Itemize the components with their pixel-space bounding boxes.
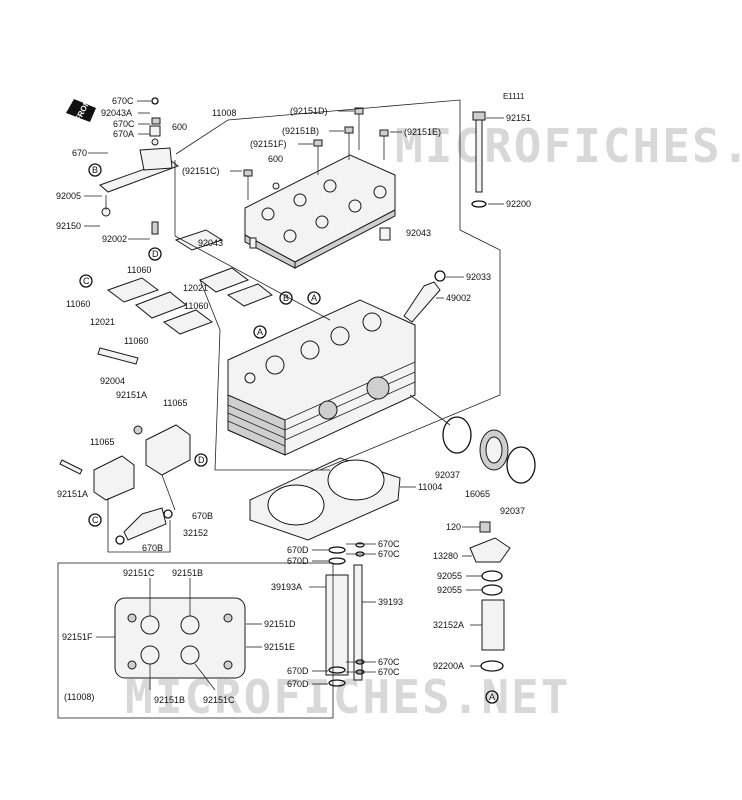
label-11060-1: 11060 bbox=[127, 265, 151, 275]
callout-c-1: C bbox=[83, 276, 90, 286]
cylinder-head-cover bbox=[244, 154, 396, 269]
label-inset-92151c-top: 92151C bbox=[123, 568, 155, 578]
label-120: 120 bbox=[446, 522, 461, 532]
label-92151f-top: (92151F) bbox=[250, 139, 287, 149]
label-670c-2: 670C bbox=[113, 119, 135, 129]
label-670c-m2: 670C bbox=[378, 549, 400, 559]
label-670c-m1: 670C bbox=[378, 539, 400, 549]
label-670c-b2: 670C bbox=[378, 667, 400, 677]
pipe-49002 bbox=[403, 270, 446, 323]
label-39193: 39193 bbox=[378, 597, 403, 607]
inset-head-top-view bbox=[114, 578, 246, 691]
label-16065: 16065 bbox=[465, 489, 490, 499]
label-inset-92151b-bottom: 92151B bbox=[154, 695, 185, 705]
label-92200: 92200 bbox=[506, 199, 531, 209]
label-13280: 13280 bbox=[433, 551, 458, 561]
oil-pipe-stack bbox=[469, 521, 511, 672]
label-92151a-1: 92151A bbox=[116, 390, 147, 400]
label-92043-right: 92043 bbox=[406, 228, 431, 238]
intake-holders bbox=[442, 416, 536, 484]
diagram-code: E1111 bbox=[503, 92, 525, 101]
head-gasket bbox=[249, 457, 401, 541]
label-670c-top: 670C bbox=[112, 96, 134, 106]
label-92151: 92151 bbox=[506, 113, 531, 123]
label-92033: 92033 bbox=[466, 272, 491, 282]
bracket-assembly bbox=[99, 97, 180, 235]
cylinder-head bbox=[227, 299, 416, 456]
label-670: 670 bbox=[72, 148, 87, 158]
callout-d-1: D bbox=[152, 249, 159, 259]
label-92055-2: 92055 bbox=[437, 585, 462, 595]
watermark-top: MICROFICHES.NET bbox=[395, 119, 742, 173]
label-92043-left: 92043 bbox=[198, 238, 223, 248]
label-12021-2: 12021 bbox=[90, 317, 115, 327]
label-600-b: 600 bbox=[268, 154, 283, 164]
label-11060-3: 11060 bbox=[184, 301, 208, 311]
label-11065-2: 11065 bbox=[90, 437, 114, 447]
cover-bolts bbox=[243, 107, 389, 200]
label-92151b-top: (92151B) bbox=[282, 126, 319, 136]
label-11065-1: 11065 bbox=[163, 398, 187, 408]
label-92151a-2: 92151A bbox=[57, 489, 88, 499]
label-92037-2: 92037 bbox=[500, 506, 525, 516]
label-600-a: 600 bbox=[172, 122, 187, 132]
label-11004: 11004 bbox=[418, 482, 442, 492]
label-92004: 92004 bbox=[100, 376, 125, 386]
callout-c-2: C bbox=[92, 515, 99, 525]
callouts: B B A A C D D C A bbox=[79, 163, 499, 704]
label-49002: 49002 bbox=[446, 293, 471, 303]
label-32152a: 32152A bbox=[433, 620, 464, 630]
label-92055-1: 92055 bbox=[437, 571, 462, 581]
label-12021-1: 12021 bbox=[183, 283, 208, 293]
label-92151e-top: (92151E) bbox=[404, 127, 441, 137]
long-stud-bolt bbox=[471, 111, 487, 208]
label-92151c-top: (92151C) bbox=[182, 166, 220, 176]
watermark-bottom: MICROFICHES.NET bbox=[125, 670, 570, 724]
label-inset-92151f: 92151F bbox=[62, 632, 93, 642]
label-92043a: 92043A bbox=[101, 108, 132, 118]
label-11008: 11008 bbox=[212, 108, 236, 118]
callout-d-2: D bbox=[198, 455, 205, 465]
label-670b-2: 670B bbox=[142, 543, 163, 553]
label-39193a: 39193A bbox=[271, 582, 302, 592]
label-92151d-top: (92151D) bbox=[290, 106, 328, 116]
callout-a-2: A bbox=[257, 327, 263, 337]
pipe-32152 bbox=[115, 507, 173, 545]
label-92150: 92150 bbox=[56, 221, 81, 231]
label-92002: 92002 bbox=[102, 234, 127, 244]
front-arrow-icon: FRONT bbox=[66, 94, 96, 123]
label-inset-92151c-bottom: 92151C bbox=[203, 695, 235, 705]
label-32152: 32152 bbox=[183, 528, 208, 538]
label-670a: 670A bbox=[113, 129, 134, 139]
label-670d-b1: 670D bbox=[287, 666, 309, 676]
gaskets bbox=[106, 229, 273, 335]
label-11060-4: 11060 bbox=[124, 336, 148, 346]
label-670b-1: 670B bbox=[192, 511, 213, 521]
label-92200a: 92200A bbox=[433, 661, 464, 671]
label-670d-m2: 670D bbox=[287, 556, 309, 566]
callout-b-2: B bbox=[283, 293, 289, 303]
part-labels: 670C 92043A 670C 670A 600 670 92005 9215… bbox=[56, 96, 531, 705]
label-inset-92151b-top: 92151B bbox=[172, 568, 203, 578]
label-92005: 92005 bbox=[56, 191, 81, 201]
callout-a-3: A bbox=[489, 692, 495, 702]
label-670d-m1: 670D bbox=[287, 545, 309, 555]
callout-b-1: B bbox=[92, 165, 98, 175]
caps-11065 bbox=[59, 424, 191, 501]
label-inset-11008: (11008) bbox=[64, 692, 94, 702]
label-inset-92151e: 92151E bbox=[264, 642, 295, 652]
label-670c-b1: 670C bbox=[378, 657, 400, 667]
label-92037-1: 92037 bbox=[435, 470, 460, 480]
callout-a-1: A bbox=[311, 293, 317, 303]
label-11060-2: 11060 bbox=[66, 299, 90, 309]
label-670d-b2: 670D bbox=[287, 679, 309, 689]
sleeves bbox=[325, 542, 365, 687]
stud-92004 bbox=[97, 347, 139, 365]
label-leaders bbox=[84, 100, 504, 685]
leader-lines bbox=[57, 99, 501, 719]
label-inset-92151d: 92151D bbox=[264, 619, 296, 629]
